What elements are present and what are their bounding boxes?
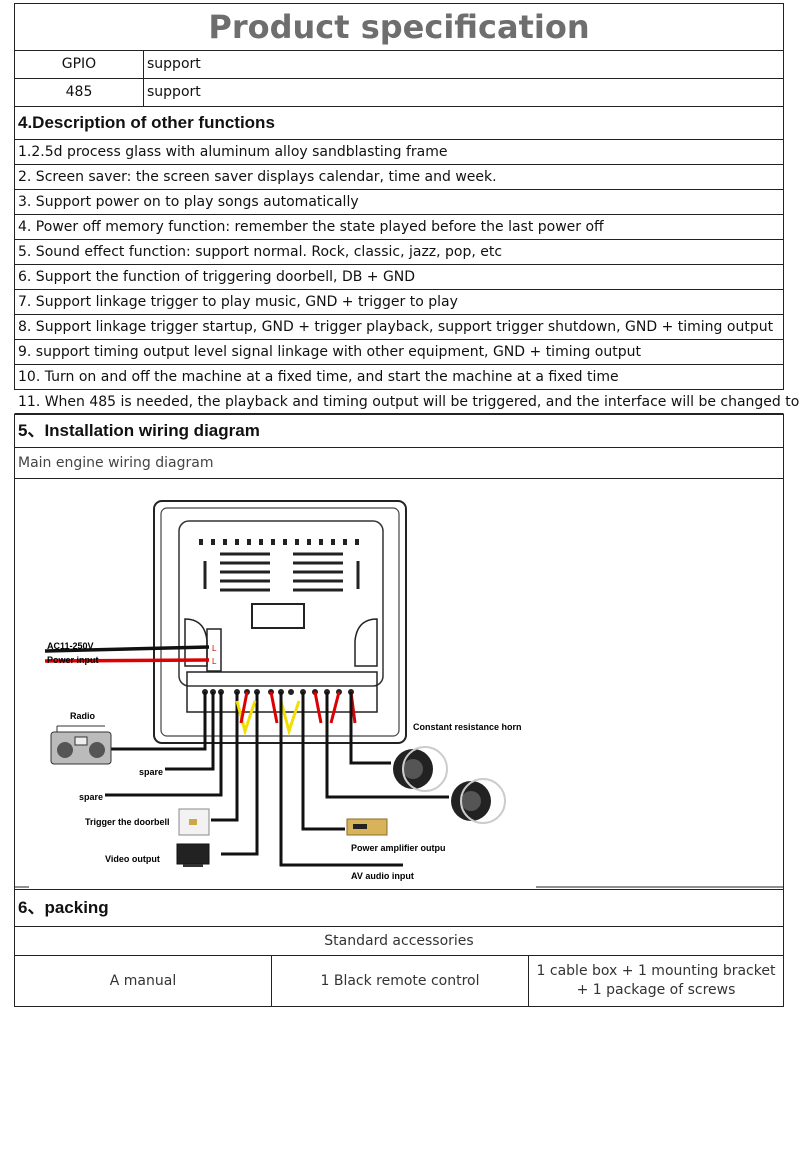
function-item: 10. Turn on and off the machine at a fix… [14, 365, 784, 390]
label-spare-2: spare [79, 792, 103, 802]
section-heading-packing: 6、packing [14, 889, 784, 927]
function-item: 11. When 485 is needed, the playback and… [14, 390, 799, 414]
accessory-cell: A manual [15, 956, 272, 1006]
spec-value: support [147, 84, 201, 100]
label-av-input: AV audio input [351, 871, 414, 881]
function-item: 5. Sound effect function: support normal… [14, 240, 784, 265]
label-doorbell: Trigger the doorbell [85, 817, 170, 827]
accessories-header: Standard accessories [14, 927, 784, 956]
device-back-panel [178, 520, 384, 687]
function-item: 9. support timing output level signal li… [14, 340, 784, 365]
label-radio: Radio [70, 711, 96, 721]
monitor-icon [176, 843, 210, 867]
label-video-output: Video output [105, 854, 160, 864]
spec-value: support [147, 56, 201, 72]
function-item: 2. Screen saver: the screen saver displa… [14, 165, 784, 190]
section-heading-functions: 4.Description of other functions [14, 107, 784, 140]
spec-row-485: 485 support [14, 79, 784, 107]
accessories-row: A manual 1 Black remote control 1 cable … [14, 956, 784, 1007]
speaker-icon [451, 778, 506, 824]
doorbell-icon [178, 808, 210, 836]
speaker-icon [393, 746, 448, 792]
label-power-input: Power input [47, 655, 99, 665]
label-horn: Constant resistance horn [413, 722, 522, 732]
label-amplifier: Power amplifier outpu [351, 843, 446, 853]
wiring-subheading: Main engine wiring diagram [14, 448, 784, 479]
function-item: 1.2.5d process glass with aluminum alloy… [14, 140, 784, 165]
amplifier-icon [346, 818, 388, 836]
function-item: 4. Power off memory function: remember t… [14, 215, 784, 240]
section-heading-wiring: 5、Installation wiring diagram [14, 414, 784, 448]
spec-key: GPIO [15, 51, 144, 78]
accessory-cell: 1 Black remote control [272, 956, 529, 1006]
radio-icon [50, 725, 112, 765]
function-item: 3. Support power on to play songs automa… [14, 190, 784, 215]
label-spare-1: spare [139, 767, 163, 777]
spec-row-gpio: GPIO support [14, 51, 784, 79]
wiring-diagram-svg: L L AC11-250V Power input [15, 500, 783, 888]
function-item: 6. Support the function of triggering do… [14, 265, 784, 290]
function-item: 8. Support linkage trigger startup, GND … [14, 315, 784, 340]
page-title: Product specification [14, 3, 784, 51]
spec-sheet: Product specification GPIO support 485 s… [14, 3, 799, 1007]
terminal-l1: L [212, 644, 217, 653]
spec-key: 485 [15, 79, 144, 106]
terminal-l2: L [212, 657, 217, 666]
accessory-cell: 1 cable box + 1 mounting bracket + 1 pac… [536, 963, 776, 998]
function-item: 7. Support linkage trigger to play music… [14, 290, 784, 315]
label-power-voltage: AC11-250V [47, 641, 94, 651]
wiring-diagram: L L AC11-250V Power input [14, 479, 784, 889]
